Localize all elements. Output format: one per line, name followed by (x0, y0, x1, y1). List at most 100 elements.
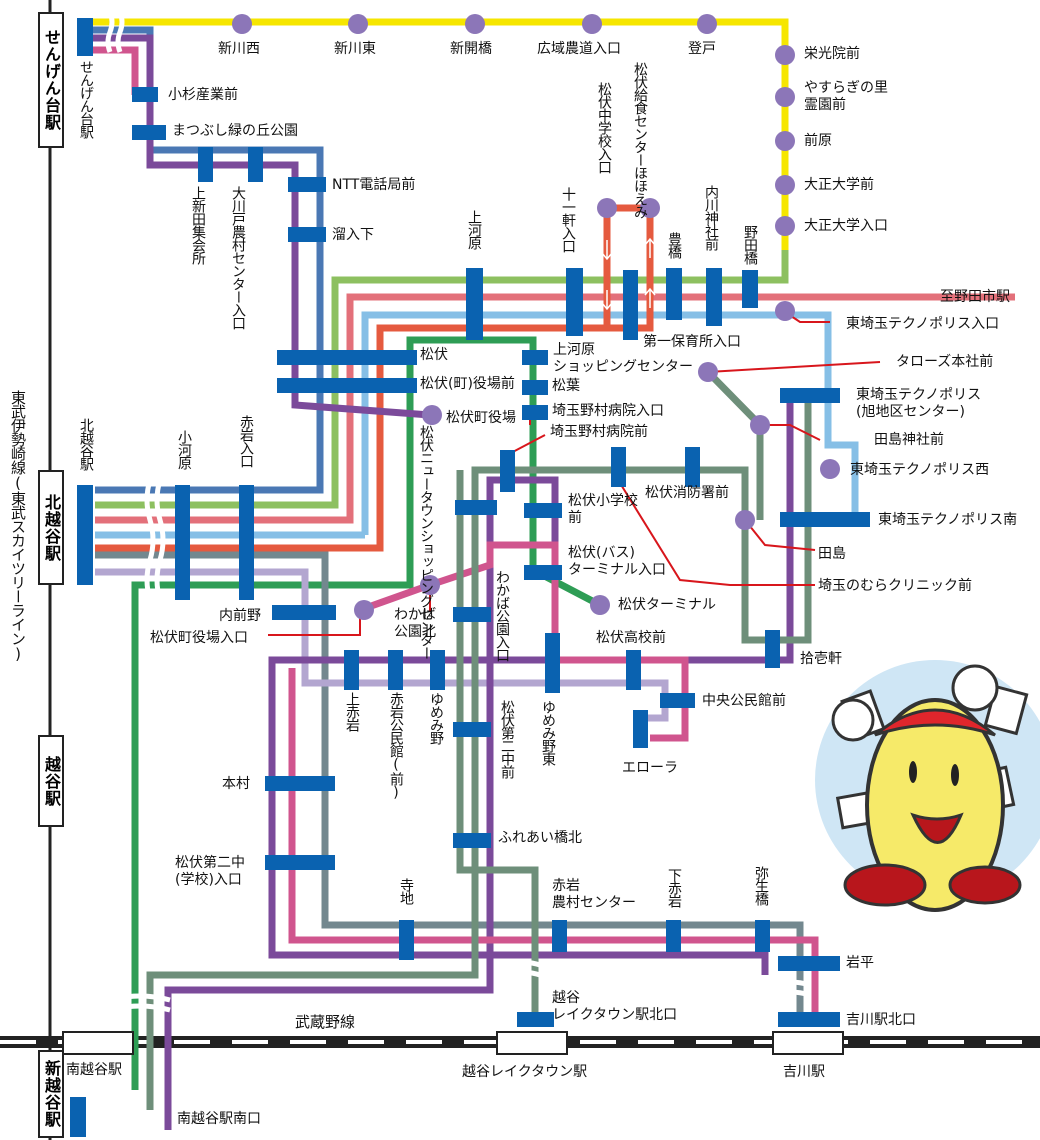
stop-nomura-mae[interactable]: 埼玉野村病院前 (550, 424, 648, 440)
stop-kamigawara-sc[interactable]: 上河原 ショッピングセンター (553, 342, 693, 375)
stop-teraji[interactable]: 寺地 (398, 878, 414, 904)
stop-hoikusho[interactable]: 第一保育所入口 (643, 334, 741, 350)
stop-akaiwa-hall[interactable]: 赤岩公民館(前) (388, 692, 404, 800)
stop-jhs2[interactable]: 松伏第二中前 (499, 700, 515, 778)
stop-wakaba-park[interactable]: わかば公園入口 (494, 570, 510, 661)
stop-shimoakaiwa[interactable]: 下赤岩 (666, 868, 682, 907)
stop-techno-center[interactable]: 東埼玉テクノポリス (旭地区センター) (856, 387, 982, 420)
stop-taisho-mae[interactable]: 大正大学前 (804, 177, 874, 193)
stop-laketown-n[interactable]: 越谷 レイクタウン駅北口 (552, 990, 678, 1023)
route-pink-lower (358, 541, 689, 742)
stop-tamariiri[interactable]: 溜入下 (332, 227, 374, 243)
tobu-line-label: 東武伊勢崎線(東武スカイツリーライン) (9, 390, 27, 662)
station-shinkoshigaya[interactable]: 新越谷駅 (38, 1050, 64, 1138)
stop-sengendai[interactable]: せんげん台駅 (78, 60, 94, 138)
route-grayish-green (146, 395, 812, 1110)
stop-yumemino-east[interactable]: ゆめみ野東 (540, 700, 556, 765)
stop-taisho-iri[interactable]: 大正大学入口 (804, 218, 888, 234)
route-yellow (85, 18, 789, 250)
stop-iwahira[interactable]: 岩平 (846, 955, 874, 971)
stop-eikoin[interactable]: 栄光院前 (804, 46, 860, 62)
stop-matsubushi-park[interactable]: まつぶし緑の丘公園 (172, 123, 298, 139)
stop-akaiwa-iri[interactable]: 赤岩入口 (238, 415, 254, 467)
station-yoshikawa: 吉川駅 (783, 1064, 825, 1080)
stop-wakaba-kita[interactable]: わかば 公園北 (394, 607, 436, 640)
stop-bus-terminal[interactable]: 松伏(バス) ターミナル入口 (568, 545, 666, 578)
stop-tajima-jinja[interactable]: 田島神社前 (874, 432, 944, 448)
stop-yayoibashi[interactable]: 弥生橋 (753, 866, 769, 905)
station-koshigaya[interactable]: 越谷駅 (38, 735, 64, 827)
station-minamikoshigaya: 南越谷駅 (66, 1062, 122, 1078)
stop-machiyakuba[interactable]: 松伏町役場 (446, 410, 516, 426)
route-purple-loop (164, 476, 769, 1130)
mascot-illustration (815, 660, 1040, 912)
stop-koiki[interactable]: 広域農道入口 (537, 41, 621, 57)
stop-honmura[interactable]: 本村 (222, 776, 250, 792)
route-lavender (95, 568, 669, 722)
musashino-line-label: 武蔵野線 (295, 1013, 356, 1031)
route-blue (90, 26, 324, 494)
stop-juniken[interactable]: 拾壱軒 (800, 651, 842, 667)
stop-fire[interactable]: 松伏消防署前 (645, 485, 729, 501)
station-sengendai[interactable]: せんげん台駅 (38, 12, 64, 148)
line-break-marks (105, 11, 811, 1013)
route-grayish-green-south (456, 470, 539, 1020)
direction-arrows (601, 237, 656, 311)
stop-okawado[interactable]: 大川戸農村センター入口 (230, 186, 246, 329)
stop-akaiwa-center[interactable]: 赤岩 農村センター (552, 878, 636, 911)
stop-yasuragi[interactable]: やすらぎの里 霊園前 (804, 80, 888, 113)
stop-bars (70, 18, 870, 1137)
stop-kamigawara[interactable]: 上河原 (466, 210, 482, 249)
stop-techno-west[interactable]: 東埼玉テクノポリス西 (850, 462, 990, 478)
station-kitakoshigaya[interactable]: 北越谷駅 (38, 470, 64, 585)
route-green (95, 250, 789, 509)
pointer-lines (268, 311, 881, 636)
stop-toyohashi[interactable]: 豊橋 (666, 232, 682, 258)
stop-dots (232, 14, 840, 620)
stop-hs[interactable]: 松伏高校前 (596, 630, 666, 646)
stop-juikken[interactable]: 十一軒入口 (560, 187, 576, 252)
railway-station-boxes (62, 1031, 844, 1055)
stop-matsubushi[interactable]: 松伏 (420, 347, 448, 363)
stop-matsubushi-jhs[interactable]: 松伏中学校入口 (596, 82, 612, 173)
stop-newtown[interactable]: 松伏ニュータウンショッピングセンター (418, 425, 434, 659)
stop-shinkawanishi[interactable]: 新川西 (218, 41, 260, 57)
station-laketown: 越谷レイクタウン駅 (462, 1064, 588, 1080)
stop-tajima[interactable]: 田島 (818, 546, 846, 562)
stop-yoshikawa-n[interactable]: 吉川駅北口 (846, 1012, 916, 1028)
stop-shinkaibashi[interactable]: 新開橋 (450, 41, 492, 57)
stop-elem[interactable]: 松伏小学校前 (568, 493, 638, 526)
stop-terminal[interactable]: 松伏ターミナル (618, 597, 716, 613)
stop-techno-iri[interactable]: 東埼玉テクノポリス入口 (846, 316, 1000, 332)
stop-kitakoshigaya[interactable]: 北越谷駅 (78, 418, 94, 470)
stop-shinkawahigashi[interactable]: 新川東 (334, 41, 376, 57)
stop-minamikoshigaya-s[interactable]: 南越谷駅南口 (177, 1111, 261, 1127)
stop-nodabashi[interactable]: 野田橋 (742, 225, 758, 264)
stop-fureai[interactable]: ふれあい橋北 (498, 830, 582, 846)
stop-hohoemi[interactable]: 松伏給食センターほほえみ (632, 62, 648, 218)
stop-yumemino[interactable]: ゆめみ野 (428, 692, 444, 744)
stop-yakuba-iri[interactable]: 松伏町役場入口 (150, 630, 248, 646)
stop-kogawara[interactable]: 小河原 (176, 430, 192, 469)
stop-uchikawa[interactable]: 内川神社前 (703, 185, 719, 250)
route-purple-upper (85, 34, 431, 419)
stop-techno-south[interactable]: 東埼玉テクノポリス南 (878, 512, 1018, 528)
stop-kamishinden[interactable]: 上新田集会所 (190, 186, 206, 264)
stop-kosugi[interactable]: 小杉産業前 (168, 87, 238, 103)
stop-chuo[interactable]: 中央公民館前 (702, 693, 786, 709)
stop-nomura-clinic[interactable]: 埼玉のむらクリニック前 (818, 578, 972, 594)
stop-maehara[interactable]: 前原 (804, 133, 832, 149)
stop-yakuba[interactable]: 松伏(町)役場前 (420, 376, 515, 392)
stop-matsuba[interactable]: 松葉 (552, 378, 580, 394)
stop-shinoda[interactable]: 至野田市駅 (940, 289, 1010, 305)
stop-nomura-iri[interactable]: 埼玉野村病院入口 (552, 403, 664, 419)
stop-kamiakaiwa[interactable]: 上赤岩 (344, 692, 360, 731)
stop-taros[interactable]: タローズ本社前 (896, 354, 994, 370)
stop-ntt[interactable]: NTT電話局前 (332, 177, 416, 193)
stop-uchimaeno[interactable]: 内前野 (219, 608, 261, 624)
stop-jhs2-iri[interactable]: 松伏第二中 (学校)入口 (175, 855, 245, 888)
stop-erora[interactable]: エローラ (622, 760, 678, 776)
stop-noborito[interactable]: 登戸 (688, 41, 716, 57)
